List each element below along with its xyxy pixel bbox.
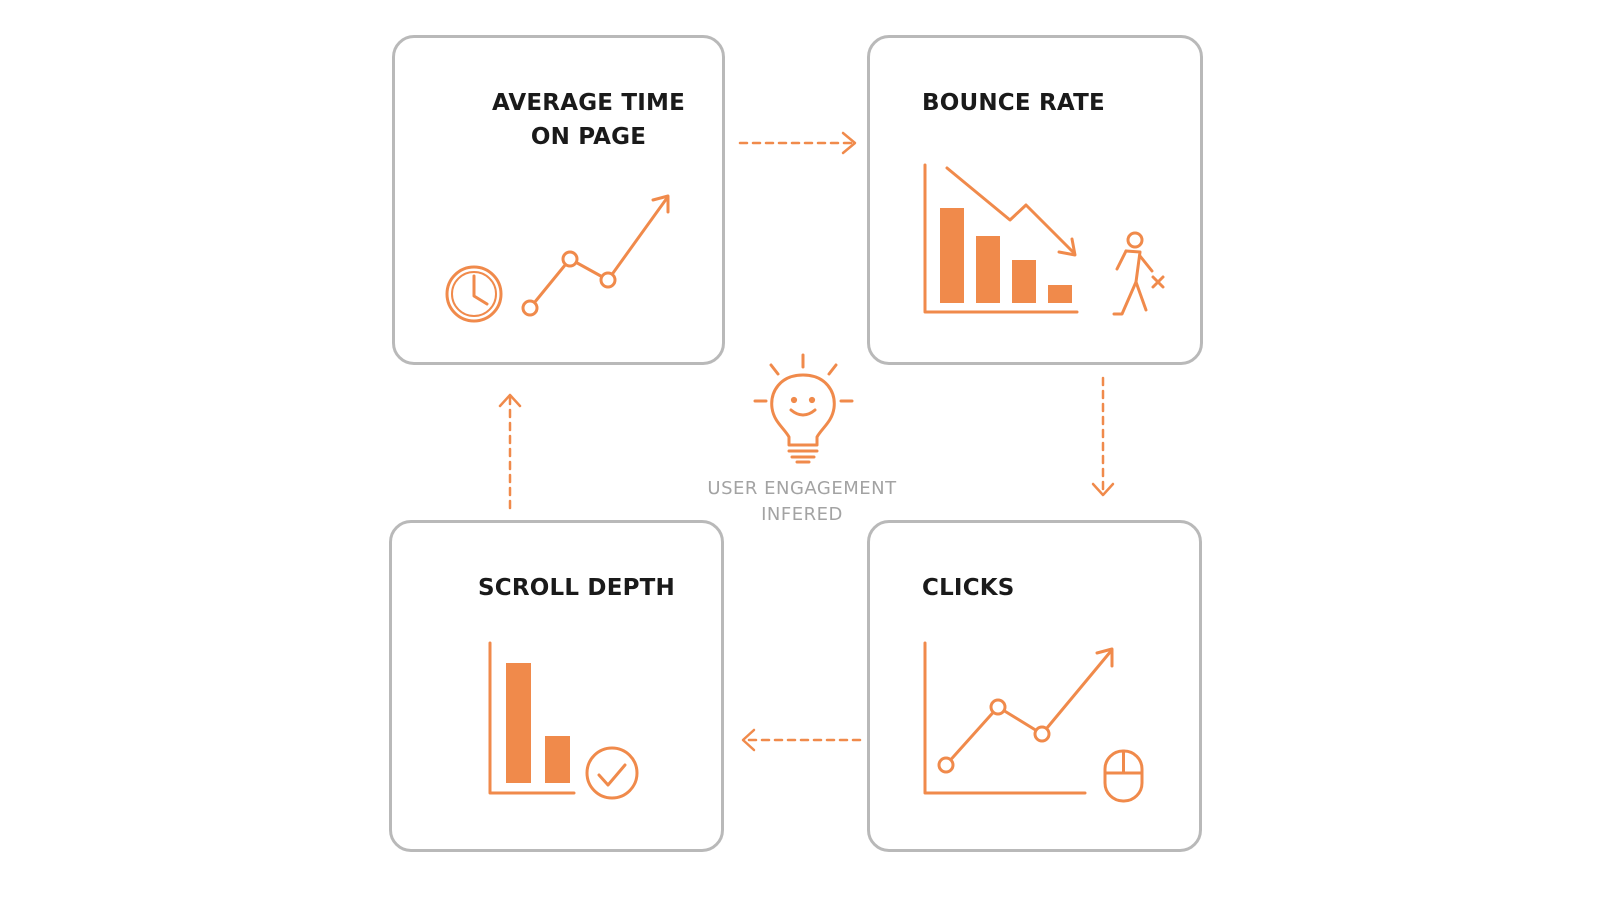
center-label-line2: INFERED: [761, 504, 843, 525]
card-illustration: [488, 641, 639, 800]
smiling-lightbulb-icon: [753, 353, 854, 464]
card-illustration: [923, 163, 1165, 316]
clock-icon: [445, 265, 503, 323]
card-title-line1: AVERAGE TIME: [491, 90, 686, 116]
arrow-bounce-to-clicks: [1091, 376, 1115, 497]
arrow-scroll-to-avg: [498, 393, 522, 510]
mouse-icon: [1103, 749, 1144, 803]
check-circle-icon: [585, 746, 639, 800]
declining-bar-chart-icon: [923, 163, 1079, 314]
card-bounce-rate: BOUNCE RATE: [867, 35, 1203, 365]
arrow-clicks-to-scroll: [741, 728, 862, 752]
card-illustration: [923, 641, 1144, 803]
card-title: BOUNCE RATE: [922, 90, 1105, 116]
card-illustration: [445, 194, 670, 323]
bar-chart-icon: [488, 641, 576, 795]
card-title-line2: ON PAGE: [530, 124, 647, 150]
arrow-avg-to-bounce: [738, 131, 857, 155]
card-title: CLICKS: [922, 575, 1015, 601]
person-leaving-icon: [1112, 231, 1165, 316]
card-title: SCROLL DEPTH: [477, 575, 676, 601]
line-chart-up-icon: [923, 641, 1114, 795]
card-average-time-on-page: AVERAGE TIME ON PAGE: [392, 35, 725, 365]
card-title: AVERAGE TIME ON PAGE: [395, 86, 722, 154]
card-scroll-depth: SCROLL DEPTH: [389, 520, 724, 852]
card-clicks: CLICKS: [867, 520, 1202, 852]
center-label: USER ENGAGEMENT INFERED: [662, 476, 942, 528]
center-label-line1: USER ENGAGEMENT: [707, 478, 897, 499]
trend-up-line-icon: [521, 194, 670, 317]
